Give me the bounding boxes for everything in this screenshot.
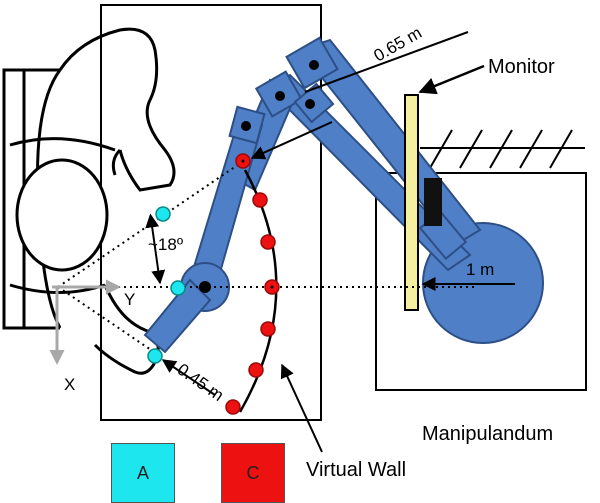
- monitor-panel: [404, 94, 419, 311]
- radius-label: 1 m: [466, 260, 494, 279]
- virtual-wall-label: Virtual Wall: [306, 459, 406, 481]
- arm-length-line: [304, 31, 469, 93]
- monitor-pointer: [418, 64, 485, 95]
- legend-label-a: A: [136, 462, 149, 483]
- dotted-guides: [57, 159, 475, 357]
- coordinate-axes: [49, 279, 121, 365]
- reach-arrow: [161, 359, 216, 396]
- angle-arrow: [145, 213, 166, 285]
- arm-length-arrow: [250, 121, 333, 160]
- angle-label: ~18º: [148, 235, 183, 254]
- arm-length-label: 0.65 m: [371, 23, 426, 65]
- manipulandum-label: Manipulandum: [422, 423, 553, 445]
- red-target-dots: [241, 159, 274, 289]
- robot-joints: [199, 60, 319, 293]
- axis-y-label: Y: [124, 290, 135, 309]
- motor-block: [424, 178, 442, 226]
- red-targets: [225, 153, 280, 415]
- monitor-label: Monitor: [488, 56, 555, 78]
- legend-swatch-c: C: [221, 443, 285, 503]
- legend-label-c: C: [246, 462, 260, 483]
- ground-hatch: [420, 129, 585, 169]
- axis-x-label: X: [64, 375, 75, 394]
- virtual-wall-pointer: [280, 363, 323, 453]
- subject-figure: [2, 27, 176, 375]
- legend-swatch-a: A: [111, 443, 175, 503]
